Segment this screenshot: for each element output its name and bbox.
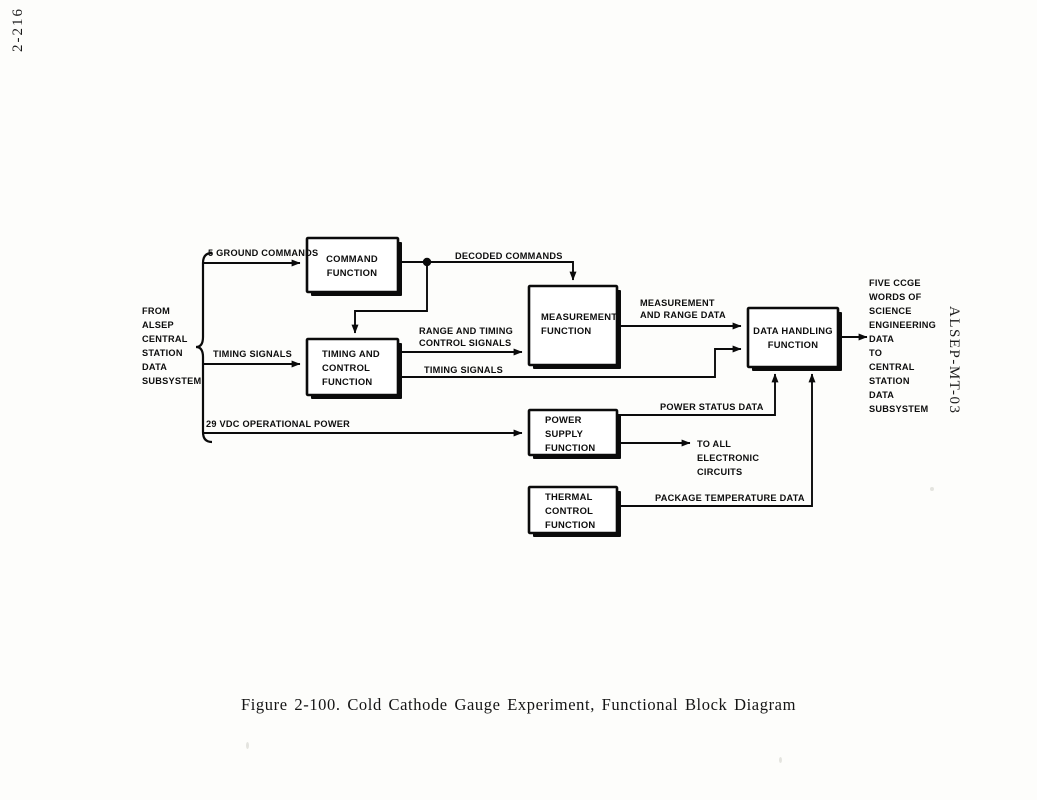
source-label-line-5: DATA — [142, 362, 167, 372]
source-system-label: FROM ALSEP CENTRAL STATION DATA SUBSYSTE… — [142, 306, 202, 386]
output-label-line-8: STATION — [869, 376, 910, 386]
label-decoded-commands: DECODED COMMANDS — [455, 251, 563, 261]
block-timing-line-1: TIMING AND — [322, 348, 380, 359]
block-thermal-line-2: CONTROL — [545, 505, 593, 516]
output-label-line-4: ENGINEERING — [869, 320, 936, 330]
block-data-handling-line-1: DATA HANDLING — [753, 325, 833, 336]
block-timing-line-3: FUNCTION — [322, 376, 372, 387]
block-command-function: COMMAND FUNCTION — [305, 236, 402, 296]
label-package-temperature-data: PACKAGE TEMPERATURE DATA — [655, 493, 805, 503]
output-label-line-6: TO — [869, 348, 882, 358]
block-command-line-2: FUNCTION — [327, 267, 377, 278]
output-label-line-3: SCIENCE — [869, 306, 912, 316]
block-timing-line-2: CONTROL — [322, 362, 370, 373]
output-label-line-1: FIVE CCGE — [869, 278, 921, 288]
block-data-handling-line-2: FUNCTION — [768, 339, 818, 350]
wire-package-temperature-data — [617, 373, 816, 507]
source-label-line-3: CENTRAL — [142, 334, 188, 344]
block-measurement-line-2: FUNCTION — [541, 325, 591, 336]
wire-command-to-timing — [351, 262, 428, 334]
scan-speck — [779, 757, 782, 763]
block-power-supply-function: POWER SUPPLY FUNCTION — [527, 408, 621, 459]
label-range-timing-control-line-2: CONTROL SIGNALS — [419, 338, 511, 348]
output-label-line-10: SUBSYSTEM — [869, 404, 929, 414]
scan-speck — [246, 742, 249, 749]
scan-speck — [930, 487, 934, 491]
source-label-line-4: STATION — [142, 348, 183, 358]
block-power-line-3: FUNCTION — [545, 442, 595, 453]
figure-caption: Figure 2-100. Cold Cathode Gauge Experim… — [240, 695, 797, 714]
block-power-line-1: POWER — [545, 414, 582, 425]
label-timing-signals-in: TIMING SIGNALS — [213, 349, 292, 359]
label-power-status-data: POWER STATUS DATA — [660, 402, 764, 412]
label-ground-commands: 5 GROUND COMMANDS — [208, 248, 318, 258]
wire-decoded-commands — [398, 257, 577, 281]
label-measurement-range-data-line-2: AND RANGE DATA — [640, 310, 726, 320]
source-brace — [195, 251, 213, 444]
block-thermal-line-3: FUNCTION — [545, 519, 595, 530]
block-data-handling-function: DATA HANDLING FUNCTION — [746, 306, 842, 371]
label-operational-power: 29 VDC OPERATIONAL POWER — [206, 419, 350, 429]
label-range-timing-control-line-1: RANGE AND TIMING — [419, 326, 513, 336]
wire-timing-signals-out — [398, 345, 742, 378]
output-destination-label: FIVE CCGE WORDS OF SCIENCE ENGINEERING D… — [869, 278, 936, 414]
block-timing-control-function: TIMING AND CONTROL FUNCTION — [305, 337, 402, 399]
block-measurement-function: MEASUREMENT FUNCTION — [527, 284, 621, 369]
source-label-line-1: FROM — [142, 306, 170, 316]
source-label-line-6: SUBSYSTEM — [142, 376, 202, 386]
wire-power-status-data — [617, 373, 779, 416]
label-electronic-circuits-line-3: CIRCUITS — [697, 467, 742, 477]
block-command-line-1: COMMAND — [326, 253, 378, 264]
source-label-line-2: ALSEP — [142, 320, 174, 330]
output-label-line-5: DATA — [869, 334, 894, 344]
block-power-line-2: SUPPLY — [545, 428, 584, 439]
label-electronic-circuits-line-2: ELECTRONIC — [697, 453, 759, 463]
block-thermal-line-1: THERMAL — [545, 491, 593, 502]
block-thermal-control-function: THERMAL CONTROL FUNCTION — [527, 485, 621, 537]
label-timing-signals-out: TIMING SIGNALS — [424, 365, 503, 375]
output-label-line-9: DATA — [869, 390, 894, 400]
output-label-line-2: WORDS OF — [869, 292, 922, 302]
label-measurement-range-data-line-1: MEASUREMENT — [640, 298, 715, 308]
output-label-line-7: CENTRAL — [869, 362, 915, 372]
block-measurement-line-1: MEASUREMENT — [541, 311, 617, 322]
label-electronic-circuits-line-1: TO ALL — [697, 439, 731, 449]
